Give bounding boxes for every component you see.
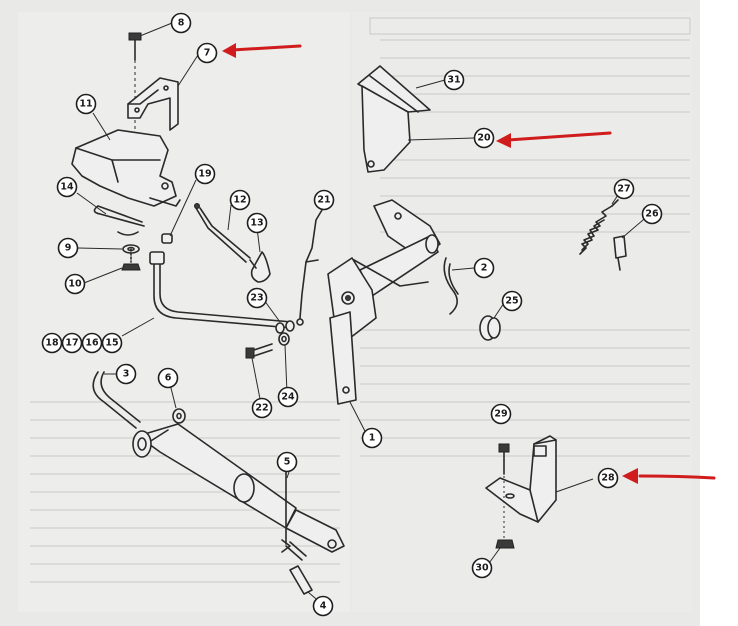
callout-13-label: 13 xyxy=(250,218,263,229)
callout-15: 15 xyxy=(101,332,123,354)
callout-19-label: 19 xyxy=(198,169,211,180)
callout-14-label: 14 xyxy=(60,182,74,193)
bracket-part-20 xyxy=(361,85,411,173)
callout-28: 28 xyxy=(597,467,619,489)
washer-part-6 xyxy=(172,408,186,424)
callout-24-label: 24 xyxy=(281,392,295,403)
housing-part-11 xyxy=(71,129,181,207)
bracket-part-7 xyxy=(127,77,179,131)
cable-part-15 xyxy=(149,251,293,329)
highlight-arrow-20 xyxy=(496,131,612,148)
callout-14: 14 xyxy=(56,176,78,198)
link-rod-part-21 xyxy=(296,209,323,326)
callout-20-label: 20 xyxy=(477,133,491,144)
callout-23-label: 23 xyxy=(250,293,263,304)
callout-15-label: 15 xyxy=(105,338,118,349)
callout-8: 8 xyxy=(170,12,192,34)
callout-10-label: 10 xyxy=(68,279,82,290)
callout-17: 17 xyxy=(61,332,83,354)
grommet-part-25 xyxy=(479,315,501,341)
bolt-part-8 xyxy=(128,32,142,140)
callout-11: 11 xyxy=(75,93,97,115)
bracket-part-28 xyxy=(485,435,557,523)
lever-shaft-assembly xyxy=(327,199,441,405)
cylinder-part-3 xyxy=(92,371,297,529)
fitting-part-26 xyxy=(613,235,627,271)
callout-28-label: 28 xyxy=(601,473,615,484)
callout-19: 19 xyxy=(194,163,216,185)
callout-27-label: 27 xyxy=(617,184,630,195)
callout-21-label: 21 xyxy=(317,195,330,206)
washer-part-24 xyxy=(278,332,290,346)
callout-31: 31 xyxy=(443,69,465,91)
callout-16: 16 xyxy=(81,332,103,354)
clip-part-14 xyxy=(93,205,145,236)
callout-17-label: 17 xyxy=(65,338,78,349)
nut-part-30 xyxy=(495,539,515,549)
faded-text-lines xyxy=(30,17,691,583)
callout-21: 21 xyxy=(313,189,335,211)
callout-30-label: 30 xyxy=(475,563,489,574)
callout-25: 25 xyxy=(501,290,523,312)
washer-part-19 xyxy=(161,233,173,244)
highlight-arrow-28 xyxy=(622,468,716,484)
callout-26-label: 26 xyxy=(645,209,659,220)
callout-8-label: 8 xyxy=(178,18,185,29)
callout-24: 24 xyxy=(277,386,299,408)
spring-clip-part-2 xyxy=(443,257,459,315)
callout-22-label: 22 xyxy=(255,403,268,414)
callout-9: 9 xyxy=(57,237,79,259)
callout-26: 26 xyxy=(641,203,663,225)
bolt-part-22 xyxy=(245,343,273,359)
knob-part-13 xyxy=(249,251,271,283)
callout-31-label: 31 xyxy=(447,75,460,86)
callout-22: 22 xyxy=(251,397,273,419)
callout-7-label: 7 xyxy=(204,48,211,59)
screw-part-23 xyxy=(275,320,295,334)
nut-part-10 xyxy=(121,248,141,271)
callout-5-label: 5 xyxy=(284,457,291,468)
callout-18: 18 xyxy=(41,332,63,354)
callout-6-label: 6 xyxy=(165,373,172,384)
callout-2: 2 xyxy=(473,257,495,279)
callout-4: 4 xyxy=(312,595,334,617)
highlight-arrow-7 xyxy=(222,43,302,58)
callout-1-label: 1 xyxy=(369,433,376,444)
callout-12: 12 xyxy=(229,189,251,211)
callout-20: 20 xyxy=(473,127,495,149)
spring-part-27 xyxy=(579,199,619,255)
callout-2-label: 2 xyxy=(481,263,488,274)
bolt-part-29 xyxy=(498,443,510,538)
callout-27: 27 xyxy=(613,178,635,200)
callout-4-label: 4 xyxy=(320,601,327,612)
callout-30: 30 xyxy=(471,557,493,579)
callout-6: 6 xyxy=(157,367,179,389)
callout-7: 7 xyxy=(196,42,218,64)
callout-18-label: 18 xyxy=(45,338,59,349)
callout-3-label: 3 xyxy=(123,369,130,380)
rod-part-12 xyxy=(194,203,251,263)
cotter-pin-part-5 xyxy=(281,469,307,561)
callout-1: 1 xyxy=(361,427,383,449)
callout-13: 13 xyxy=(246,212,268,234)
callout-9-label: 9 xyxy=(65,243,72,254)
callout-29: 29 xyxy=(490,403,512,425)
callout-3: 3 xyxy=(115,363,137,385)
callout-25-label: 25 xyxy=(505,296,518,307)
callout-12-label: 12 xyxy=(233,195,246,206)
callout-29-label: 29 xyxy=(494,409,507,420)
callout-10: 10 xyxy=(64,273,86,295)
callout-11-label: 11 xyxy=(79,99,92,110)
callout-5: 5 xyxy=(276,451,298,473)
callout-16-label: 16 xyxy=(85,338,99,349)
rod-end-part xyxy=(285,509,345,553)
callout-23: 23 xyxy=(246,287,268,309)
